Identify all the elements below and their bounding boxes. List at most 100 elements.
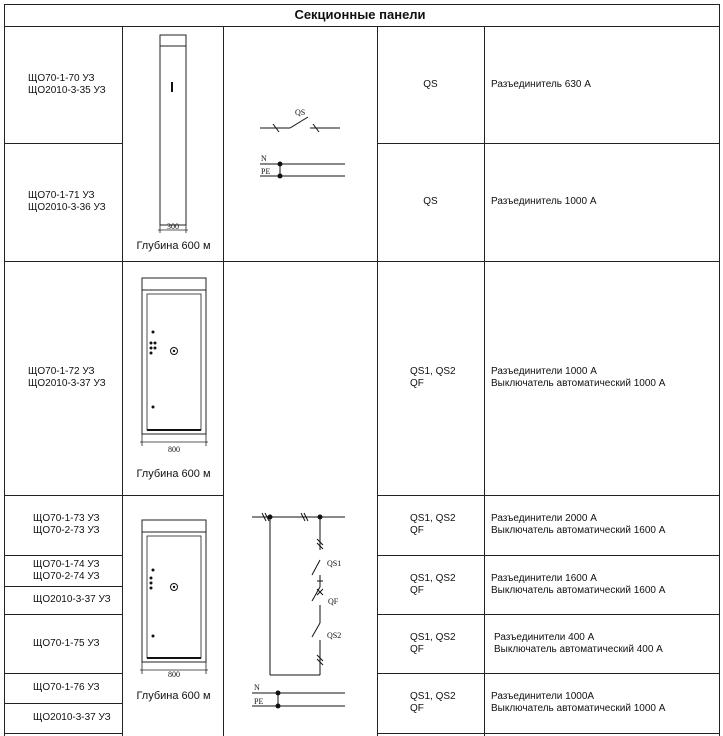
row-divider	[4, 673, 122, 674]
device-description: Выключатель автоматический 1600 А	[491, 525, 666, 536]
device-code: QF	[410, 584, 424, 596]
qs1-label: QS1	[327, 559, 341, 568]
row-divider	[4, 143, 122, 144]
device-code: QS	[423, 78, 438, 90]
header-divider	[4, 26, 719, 27]
table-border-left	[4, 4, 5, 736]
model-cell-1: ЩО70-1-70 УЗ ЩО2010-3-35 УЗ	[28, 26, 122, 143]
model-name: ЩО70-1-74 УЗ	[33, 558, 100, 570]
depth-caption: Глубина 600 м	[136, 468, 211, 480]
row-divider	[4, 261, 223, 262]
desc-cell-7: Разъединители 1000А Выключатель автомати…	[491, 673, 717, 733]
desc-cell-5: Разъединители 1600 А Выключатель автомат…	[491, 555, 717, 614]
code-cell-2: QS	[377, 143, 484, 261]
table-border-right	[719, 4, 720, 736]
model-name: ЩО70-2-74 УЗ	[33, 570, 100, 582]
device-description: Разъединители 1000 А	[491, 366, 597, 377]
col-divider-1	[122, 26, 123, 736]
device-code: QF	[410, 525, 424, 536]
n-label: N	[261, 154, 267, 163]
row-divider	[377, 673, 719, 674]
model-cell-7b: ЩО2010-3-37 УЗ	[33, 703, 122, 733]
cabinet-drawing-narrow	[158, 34, 188, 233]
col-divider-3	[377, 26, 378, 736]
model-cell-5: ЩО70-1-74 УЗ ЩО70-2-74 УЗ	[33, 555, 122, 586]
desc-cell-3: Разъединители 1000 А Выключатель автомат…	[491, 261, 717, 495]
depth-caption: Глубина 600 м	[136, 690, 211, 702]
device-code: QS1, QS2	[410, 366, 456, 377]
row-divider	[4, 495, 223, 496]
pe-label: PE	[261, 167, 270, 176]
model-name: ЩО2010-3-37 УЗ	[33, 712, 111, 723]
device-description: Разъединитель 1000 А	[491, 196, 597, 207]
device-description: Выключатель автоматический 400 А	[494, 643, 663, 655]
depth-caption: Глубина 600 м	[136, 240, 211, 252]
device-description: Разъединители 2000 А	[491, 513, 597, 524]
qs2-label: QS2	[327, 631, 341, 640]
device-description: Разъединители 1000А	[491, 691, 595, 702]
model-name: ЩО70-2-73 УЗ	[33, 525, 100, 536]
device-description: Выключатель автоматический 1000 А	[491, 378, 666, 389]
qf-label: QF	[328, 597, 339, 606]
row-divider	[377, 143, 719, 144]
desc-cell-2: Разъединитель 1000 А	[491, 143, 717, 261]
device-code: QF	[410, 703, 424, 714]
model-cell-6: ЩО70-1-75 УЗ	[33, 614, 122, 673]
device-code: QF	[410, 643, 424, 655]
table-title: Секционные панели	[294, 7, 426, 22]
desc-cell-4: Разъединители 2000 А Выключатель автомат…	[491, 495, 717, 555]
device-code: QS	[423, 196, 438, 207]
row-divider	[377, 261, 719, 262]
model-name: ЩО2010-3-35 УЗ	[28, 84, 106, 96]
cabinet-drawing-wide-2: 800	[140, 519, 208, 679]
desc-cell-6: Разъединители 400 А Выключатель автомати…	[494, 614, 717, 673]
dimension-label-300: 300	[167, 222, 179, 231]
row-divider	[223, 261, 377, 262]
device-description: Выключатель автоматический 1000 А	[491, 703, 666, 714]
row-divider	[377, 733, 719, 734]
model-cell-3: ЩО70-1-72 УЗ ЩО2010-3-37 УЗ	[28, 261, 122, 495]
row-divider	[377, 495, 719, 496]
col-divider-4	[484, 26, 485, 736]
model-cell-4: ЩО70-1-73 УЗ ЩО70-2-73 УЗ	[33, 495, 122, 555]
device-code: QS1, QS2	[410, 572, 456, 584]
code-cell-3: QS1, QS2 QF	[410, 261, 484, 495]
device-description: Разъединители 400 А	[494, 631, 595, 643]
device-code: QS1, QS2	[410, 691, 456, 702]
model-cell-5b: ЩО2010-3-37 УЗ	[33, 586, 122, 614]
device-description: Разъединители 1600 А	[491, 572, 597, 584]
row-divider	[4, 703, 122, 704]
code-cell-5: QS1, QS2 QF	[410, 555, 484, 614]
device-code: QS1, QS2	[410, 631, 456, 643]
model-name: ЩО2010-3-36 УЗ	[28, 202, 106, 213]
n-label: N	[254, 683, 260, 692]
dimension-text: 800	[168, 445, 180, 454]
model-name: ЩО2010-3-37 УЗ	[33, 594, 111, 605]
device-description: Разъединитель 630 А	[491, 78, 591, 90]
schematic-disconnector: QS N PE	[260, 108, 345, 179]
code-cell-7: QS1, QS2 QF	[410, 673, 484, 733]
row-divider	[4, 586, 122, 587]
model-name: ЩО70-1-75 УЗ	[33, 637, 100, 649]
row-divider	[4, 614, 122, 615]
cabinet-drawing-wide: 800	[140, 277, 208, 454]
table-border-top	[4, 4, 719, 5]
row-divider	[4, 733, 122, 734]
model-name: ЩО2010-3-37 УЗ	[28, 378, 106, 389]
row-divider	[377, 555, 719, 556]
code-cell-6: QS1, QS2 QF	[410, 614, 484, 673]
pe-label: PE	[254, 697, 263, 706]
desc-cell-1: Разъединитель 630 А	[491, 26, 717, 143]
row-divider	[377, 614, 719, 615]
schematic-sectional: QS1 QF QS2 N PE	[252, 512, 345, 709]
row-divider	[4, 555, 122, 556]
model-name: ЩО70-1-70 УЗ	[28, 72, 95, 84]
dimension-text: 300	[167, 222, 179, 231]
device-code: QS1, QS2	[410, 513, 456, 524]
model-name: ЩО70-1-72 УЗ	[28, 366, 95, 377]
model-cell-2: ЩО70-1-71 УЗ ЩО2010-3-36 УЗ	[28, 143, 122, 261]
device-code: QF	[410, 378, 424, 389]
model-cell-7: ЩО70-1-76 УЗ	[33, 673, 122, 703]
qs-label: QS	[295, 108, 305, 117]
col-divider-2	[223, 26, 224, 736]
